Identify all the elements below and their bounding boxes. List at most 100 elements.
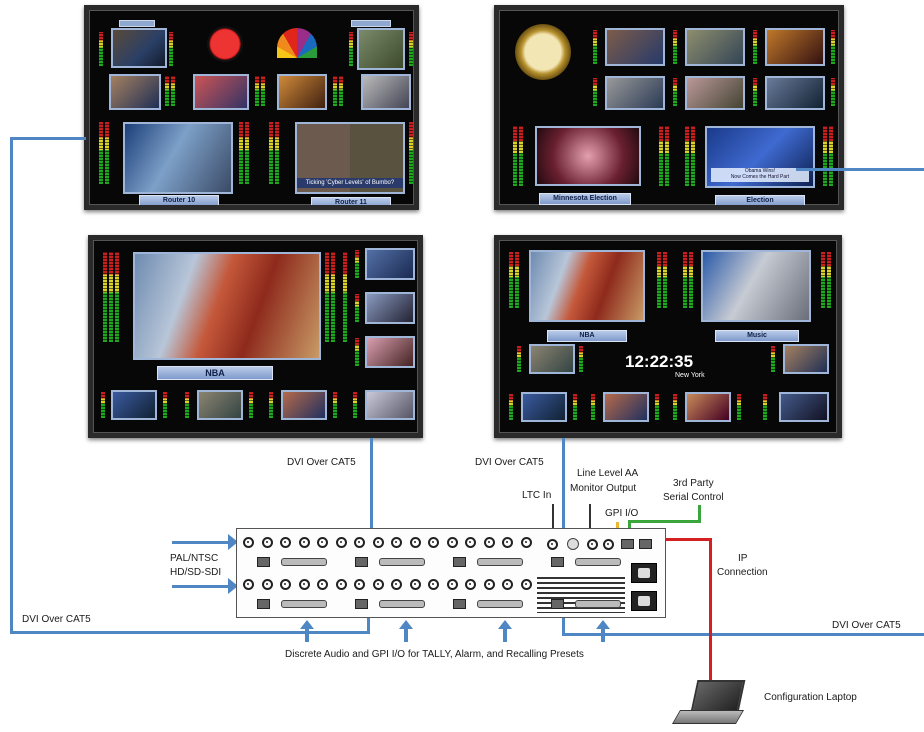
video-tile-router10 — [123, 122, 233, 194]
audio-meter — [249, 392, 253, 418]
bnc-connector — [446, 537, 458, 548]
power-inlet — [631, 591, 657, 611]
audio-meter — [827, 252, 831, 308]
bnc-connector — [280, 537, 291, 548]
audio-meter — [593, 30, 597, 64]
ethernet-port — [639, 539, 652, 549]
dvi-cable — [562, 633, 924, 636]
video-tile — [765, 28, 825, 66]
video-tile — [603, 392, 649, 422]
digital-clock-time: 12:22:35 — [625, 352, 694, 371]
audio-meter — [665, 126, 669, 186]
pal-ntsc-label: PAL/NTSC — [170, 553, 219, 564]
audio-meter — [509, 252, 513, 308]
bnc-connector — [502, 537, 513, 548]
input-arrow-head — [228, 578, 238, 594]
audio-meter — [685, 126, 689, 186]
bnc-connector — [520, 537, 532, 548]
video-tile — [521, 392, 567, 422]
bnc-connector — [502, 579, 513, 590]
audio-meter — [165, 76, 169, 106]
config-laptop-label: Configuration Laptop — [764, 692, 857, 703]
lower-third-line2: Now Comes the Hard Part — [730, 174, 790, 180]
gpi-arrow — [503, 628, 507, 642]
dvi-output-port — [355, 557, 368, 567]
audio-meter — [255, 76, 259, 106]
video-tile — [783, 344, 829, 374]
gpi-dsub-connector — [477, 558, 523, 566]
gpi-dsub-connector — [379, 558, 425, 566]
third-party-label: 3rd Party — [673, 478, 714, 489]
audio-meter — [515, 252, 519, 308]
multiviewer-rack-unit — [236, 528, 666, 618]
audio-meter — [659, 126, 663, 186]
gold-clock-icon — [515, 24, 571, 80]
audio-meter — [103, 252, 107, 342]
video-tile — [281, 390, 327, 420]
gpi-arrow — [404, 628, 408, 642]
audio-meter — [171, 76, 175, 106]
bnc-connector — [354, 579, 365, 590]
dvi-cable — [10, 137, 13, 634]
audio-meter — [689, 252, 693, 308]
gpi-arrow-head — [300, 620, 314, 629]
dvi-label-bottom-left: DVI Over CAT5 — [22, 614, 91, 625]
audio-meter — [673, 78, 677, 106]
gpi-dsub-connector — [575, 600, 621, 608]
video-tile — [529, 344, 575, 374]
bnc-connector — [409, 579, 421, 590]
bnc-connector — [372, 579, 384, 590]
dvi-output-port — [453, 557, 466, 567]
bnc-connector — [335, 579, 347, 590]
video-tile — [111, 28, 167, 68]
dvi-output-port — [257, 557, 270, 567]
video-tile-nba — [133, 252, 321, 360]
bnc-connector — [243, 579, 254, 590]
bnc-connector — [317, 537, 328, 548]
serial-wire — [698, 505, 701, 523]
audio-meter — [753, 30, 757, 64]
audio-meter — [99, 122, 103, 184]
audio-meter — [579, 346, 583, 372]
audio-meter — [657, 252, 661, 308]
audio-meter — [519, 126, 523, 186]
ltc-in-label: LTC In — [522, 490, 552, 501]
audio-meter — [683, 252, 687, 308]
input-arrow — [172, 541, 230, 544]
dvi-cable — [10, 137, 86, 140]
audio-meter — [829, 126, 833, 186]
serial-control-label: Serial Control — [663, 492, 724, 503]
rs232-port — [621, 539, 634, 549]
video-tile — [365, 248, 415, 280]
tile-label — [119, 20, 155, 27]
audio-meter — [573, 394, 577, 420]
bnc-connector — [298, 579, 310, 590]
gpi-dsub-connector — [379, 600, 425, 608]
audio-meter — [753, 78, 757, 106]
audio-meter — [517, 346, 521, 372]
laptop-base — [671, 710, 745, 724]
lower-third-line1: Obama Wins! — [744, 168, 776, 174]
input-arrow-head — [228, 534, 238, 550]
gpi-arrow-head — [596, 620, 610, 629]
audio-meter — [831, 30, 835, 64]
line-level-label: Line Level AA — [577, 468, 639, 479]
audio-meter — [763, 394, 767, 420]
audio-meter — [275, 122, 279, 184]
audio-meter — [333, 392, 337, 418]
gpi-io-label: GPI I/O — [605, 508, 639, 519]
audio-jack — [567, 538, 579, 550]
video-tile — [365, 336, 415, 368]
gpi-dsub-connector — [477, 600, 523, 608]
gpi-dsub-connector — [575, 558, 621, 566]
dvi-output-port — [551, 599, 564, 609]
dvi-label-top-left: DVI Over CAT5 — [287, 457, 356, 468]
bnc-connector — [520, 579, 532, 590]
gpi-arrow — [305, 628, 309, 642]
monitor-out-bnc — [587, 539, 598, 550]
connection-label: Connection — [717, 567, 768, 578]
video-tile — [365, 390, 415, 420]
ip-label: IP — [738, 553, 748, 564]
video-tile — [111, 390, 157, 420]
video-tile — [197, 390, 243, 420]
